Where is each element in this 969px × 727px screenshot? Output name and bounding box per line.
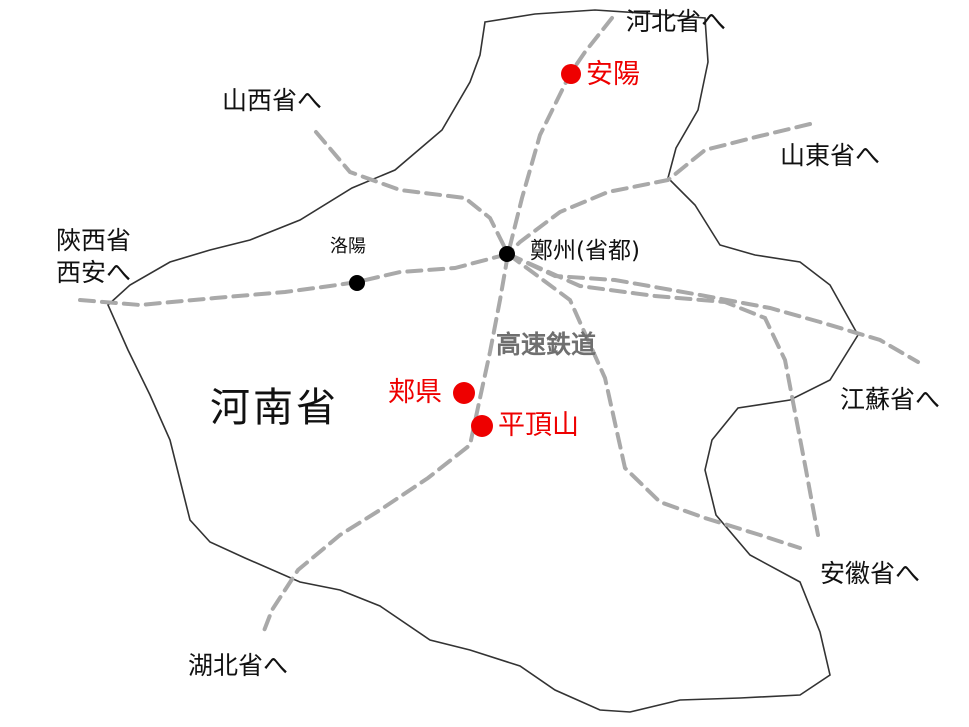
direction-label-hubei: 湖北省へ [188,651,289,680]
province-label: 河南省 [210,385,339,431]
direction-label-hebei: 河北省へ [626,7,727,36]
railway-jiangsu-zhengzhou [506,252,920,364]
railway-shandong-zhengzhou [506,122,812,256]
city-marker-jiaxian[interactable] [453,382,475,404]
railway-anhui-2 [506,252,820,537]
city-label-jiaxian[interactable]: 郏県 [388,377,442,408]
railway-hubei-zhengzhou [260,252,510,638]
direction-label-shanxi: 山西省へ [222,86,323,115]
city-label-luoyang[interactable]: 洛陽 [330,236,366,257]
city-marker-luoyang[interactable] [349,275,365,291]
city-marker-pingdingshan[interactable] [471,415,493,437]
direction-label-shaanxi-xian: 陝西省 西安へ [56,226,132,287]
railway-shanxi-zhengzhou [314,130,510,256]
direction-label-jiangsu: 江蘇省へ [840,385,941,414]
railway-lines [78,16,920,638]
province-border [107,9,859,713]
city-label-zhengzhou[interactable]: 鄭州(省都) [530,238,640,264]
railway-anhui-1 [506,252,802,550]
railway-xian-zhengzhou [78,252,510,308]
city-marker-zhengzhou[interactable] [499,246,515,262]
railway-label: 高速鉄道 [496,330,597,359]
city-label-anyang[interactable]: 安陽 [586,59,640,90]
city-label-pingdingshan[interactable]: 平頂山 [498,410,579,441]
city-marker-anyang[interactable] [561,64,581,84]
direction-label-anhui: 安徽省へ [820,559,921,588]
direction-label-shandong: 山東省へ [780,141,881,170]
railway-hebei-zhengzhou [506,16,614,256]
